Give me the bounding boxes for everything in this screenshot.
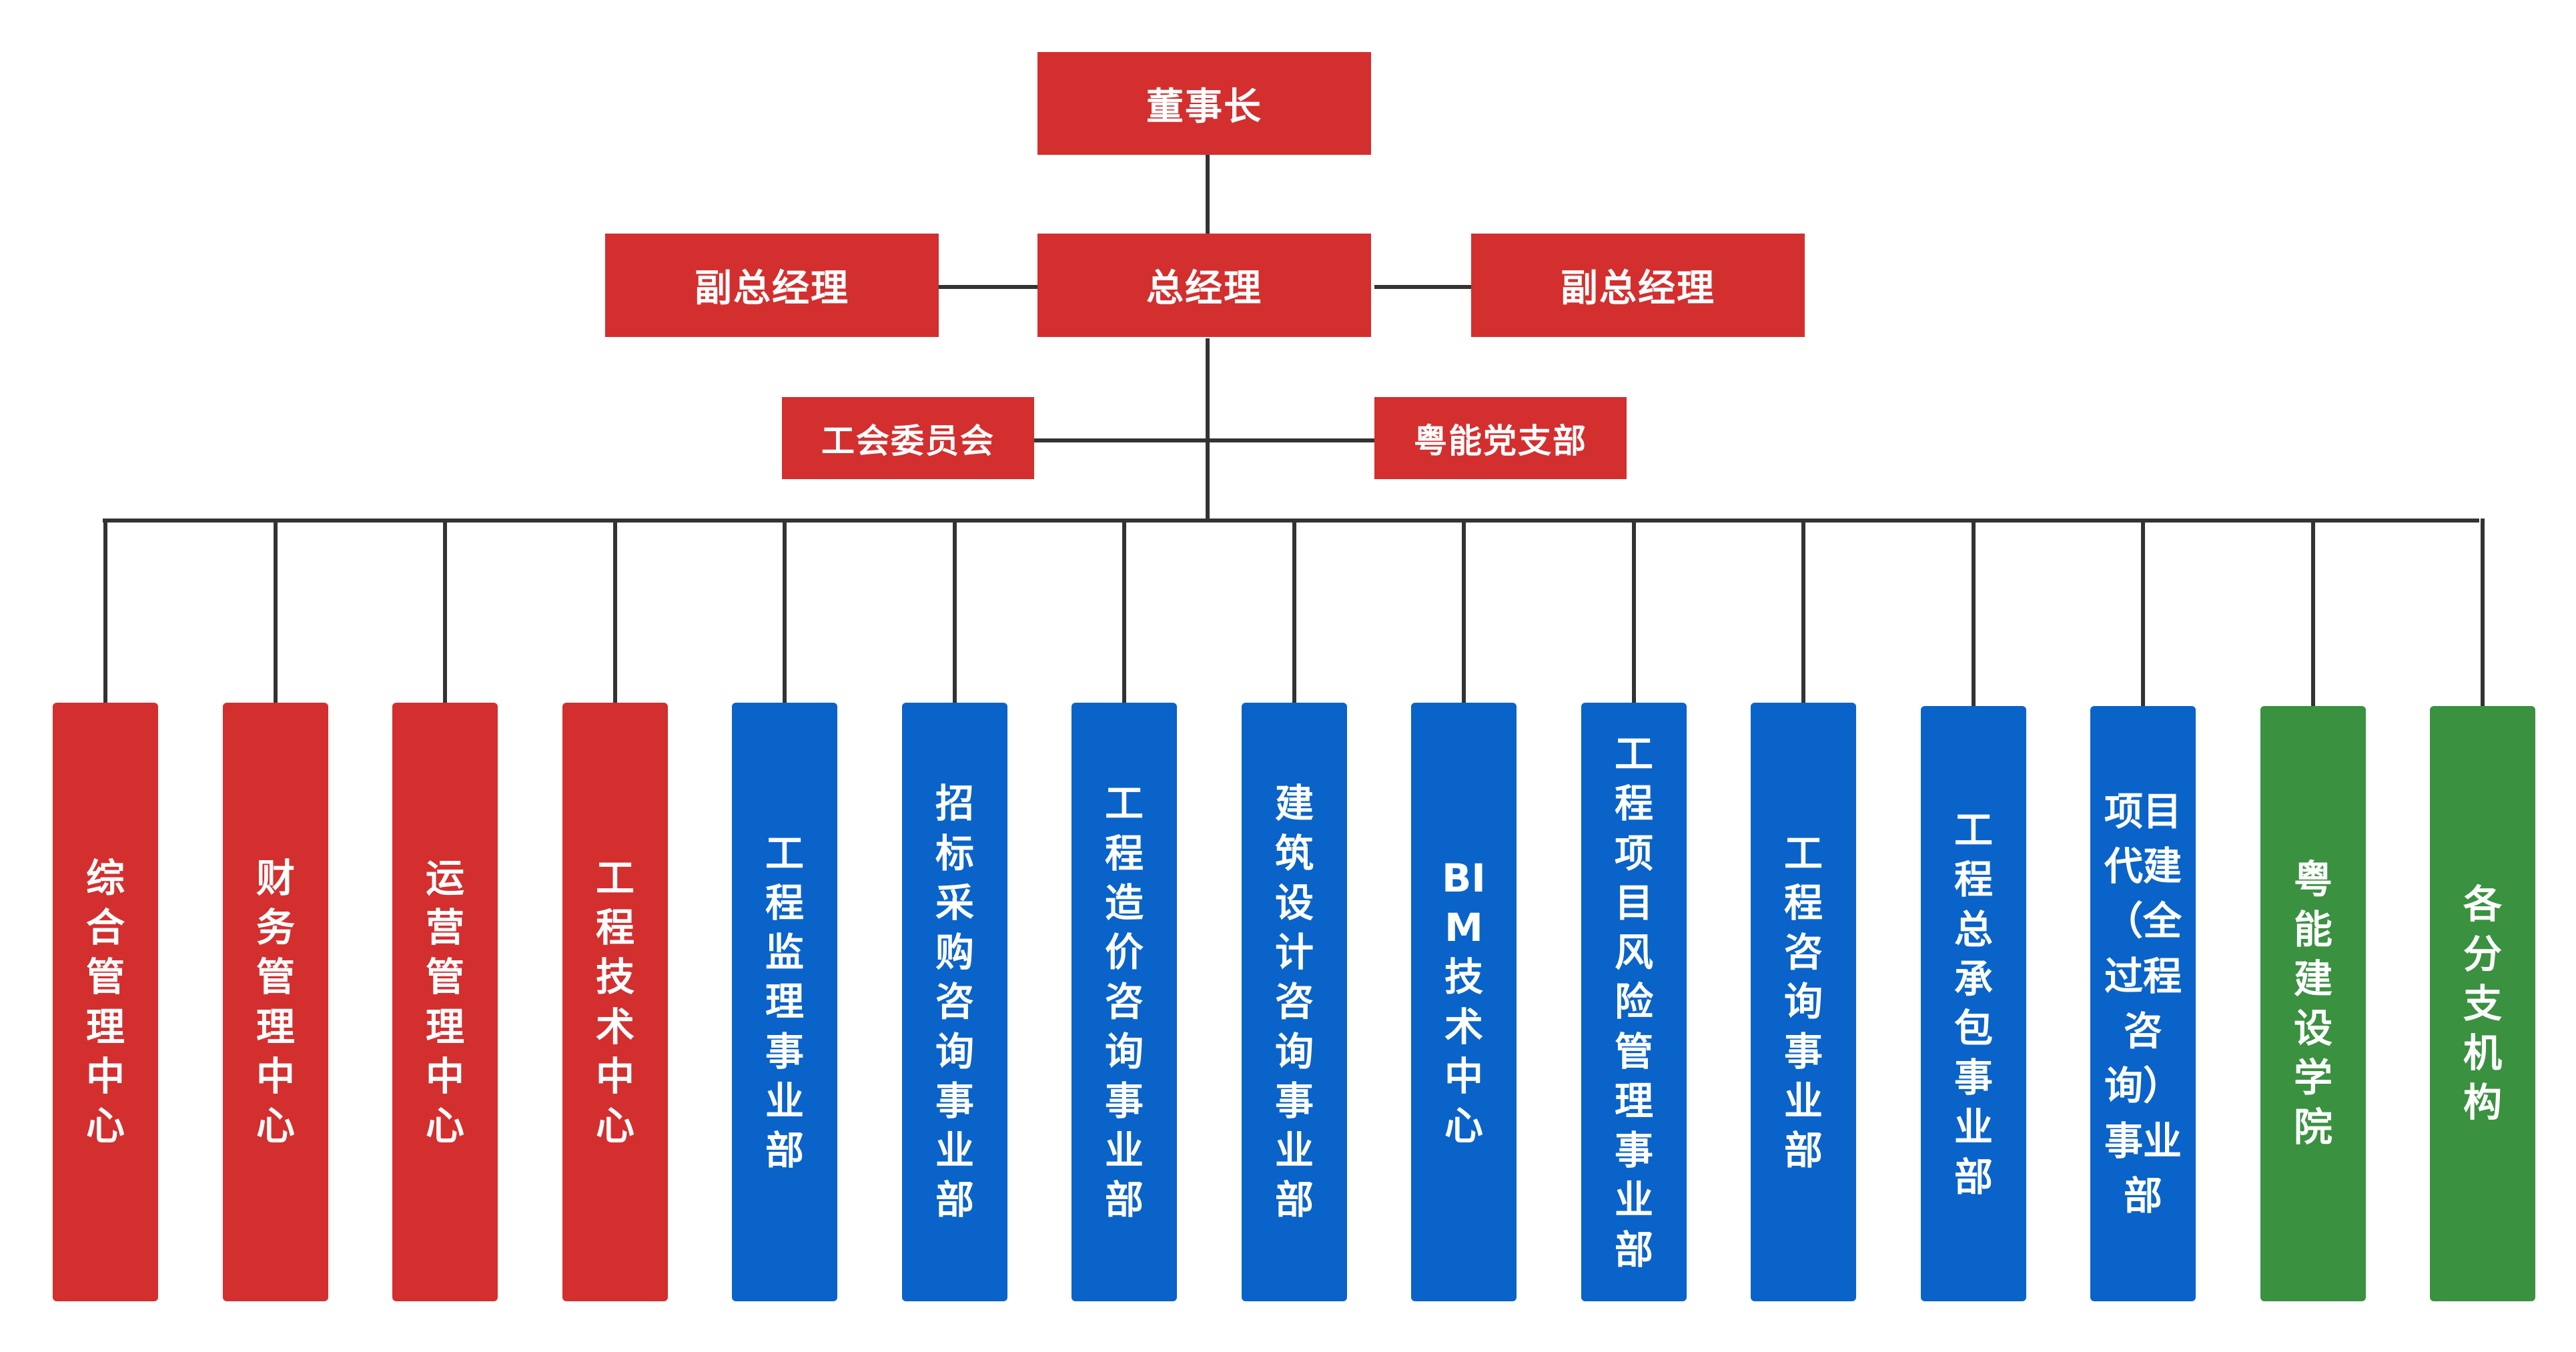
general-manager-label: 总经理 (1146, 267, 1262, 310)
department-box: 招标采购咨询事业部 (902, 703, 1007, 1301)
deputy-manager-left-label: 副总经理 (695, 267, 849, 310)
department-label: 财务管理中心 (256, 855, 295, 1148)
department-box: 工程造价咨询事业部 (1071, 703, 1177, 1301)
deputy-manager-left-box: 副总经理 (605, 234, 939, 337)
department-box: BIM技术中心 (1411, 703, 1517, 1301)
chairman-box: 董事长 (1037, 52, 1371, 155)
department-box: 运营管理中心 (392, 703, 498, 1301)
department-label: 建筑设计咨询事业部 (1274, 781, 1314, 1223)
department-box: 建筑设计咨询事业部 (1242, 703, 1347, 1301)
chairman-label: 董事长 (1146, 85, 1262, 129)
department-box: 工程监理事业部 (732, 703, 837, 1301)
department-box: 工程项目风险管理事业部 (1581, 703, 1687, 1301)
department-label: 粤能建设学院 (2293, 857, 2332, 1150)
department-label: 工程总承包事业部 (1954, 807, 1993, 1200)
department-box: 工程技术中心 (562, 703, 668, 1301)
department-label: 工程项目风险管理事业部 (1614, 731, 1653, 1273)
department-label: 综合管理中心 (85, 855, 125, 1148)
union-committee-label: 工会委员会 (821, 421, 995, 460)
department-label: 各分支机构 (2463, 882, 2502, 1126)
department-box: 工程咨询事业部 (1751, 703, 1856, 1301)
department-label: BIM技术中心 (1442, 855, 1486, 1148)
department-label: 招标采购咨询事业部 (935, 781, 974, 1223)
department-label: 工程监理事业部 (765, 830, 804, 1174)
union-committee-box: 工会委员会 (782, 397, 1034, 479)
general-manager-box: 总经理 (1037, 234, 1371, 337)
department-label: 工程造价咨询事业部 (1104, 781, 1144, 1223)
department-label: 工程咨询事业部 (1783, 830, 1823, 1174)
deputy-manager-right-box: 副总经理 (1471, 234, 1805, 337)
party-branch-label: 粤能党支部 (1414, 421, 1587, 460)
deputy-manager-right-label: 副总经理 (1561, 267, 1715, 310)
department-box: 粤能建设学院 (2260, 706, 2366, 1301)
department-label: 项目代建（全过程咨询）事业部 (2104, 788, 2182, 1219)
department-box: 工程总承包事业部 (1921, 706, 2026, 1301)
party-branch-box: 粤能党支部 (1374, 397, 1627, 479)
department-box: 综合管理中心 (53, 703, 158, 1301)
department-box: 各分支机构 (2430, 706, 2535, 1301)
department-label: 运营管理中心 (425, 855, 464, 1148)
department-label: 工程技术中心 (595, 855, 634, 1148)
department-box: 项目代建（全过程咨询）事业部 (2090, 706, 2196, 1301)
department-box: 财务管理中心 (223, 703, 328, 1301)
